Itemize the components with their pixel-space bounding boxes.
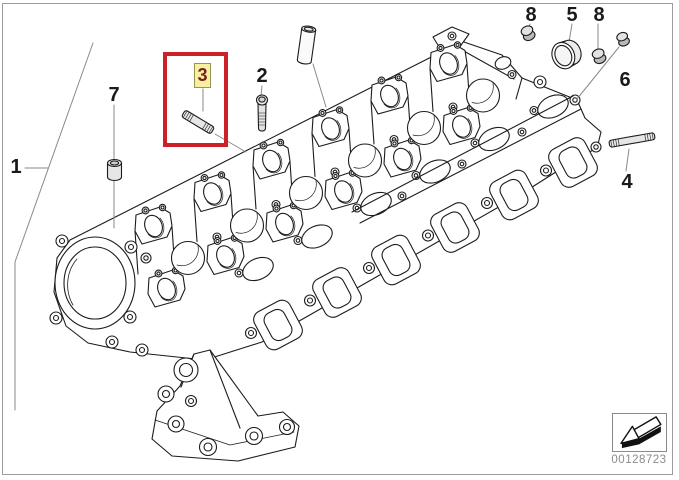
loose-parts xyxy=(106,25,656,182)
part-cup-plug-5 xyxy=(551,39,582,70)
intake-rail xyxy=(351,95,582,224)
front-flange xyxy=(49,234,152,357)
part-dowel-7 xyxy=(106,158,123,182)
callout-3[interactable]: 3 xyxy=(194,63,211,88)
drawing-number: 00128723 xyxy=(611,454,667,466)
callout-5[interactable]: 5 xyxy=(566,4,578,26)
part-stud-4 xyxy=(608,132,656,148)
part-dowel-sleeve xyxy=(296,25,317,65)
callout-1[interactable]: 1 xyxy=(10,156,22,178)
callout-8-left[interactable]: 8 xyxy=(525,4,537,26)
image-stamp xyxy=(612,413,667,452)
corner-arrow-icon xyxy=(620,416,662,449)
callout-4[interactable]: 4 xyxy=(621,171,633,193)
highlight-box xyxy=(163,52,228,147)
part-plug-8-left xyxy=(520,25,536,42)
callout-6[interactable]: 6 xyxy=(619,69,631,91)
part-bolt-2 xyxy=(255,94,269,132)
mounting-foot xyxy=(151,349,300,462)
part-plug-6 xyxy=(616,31,630,47)
leader-lines xyxy=(14,23,630,411)
callout-7[interactable]: 7 xyxy=(108,84,120,106)
part-plug-8-right xyxy=(591,48,607,65)
callout-8-right[interactable]: 8 xyxy=(593,4,605,26)
part-stud-3 xyxy=(181,110,215,134)
callout-2[interactable]: 2 xyxy=(256,65,268,87)
